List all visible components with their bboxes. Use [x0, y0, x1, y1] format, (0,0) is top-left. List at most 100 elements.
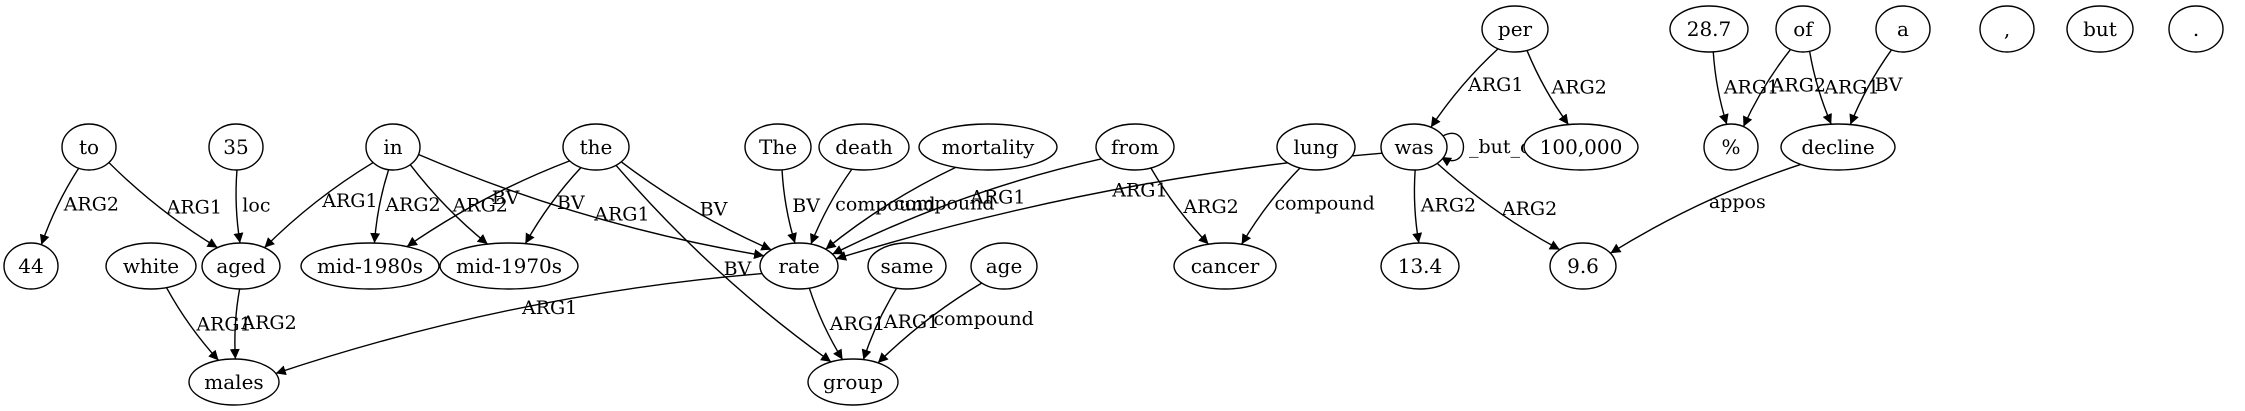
edge-of-pct-arg2: ARG2 [1742, 48, 1826, 127]
node-ellipse [105, 242, 197, 290]
node-group: group [807, 358, 899, 406]
edge-label: ARG1 [1723, 76, 1779, 98]
node-ellipse [1979, 5, 2035, 53]
node-was: was [1380, 123, 1448, 171]
edge-label: ARG1 [195, 314, 251, 336]
edge-white-males-arg1: ARG1 [165, 287, 252, 361]
node-ellipse [1875, 5, 1931, 53]
edge-in-aged-arg1: ARG1 [263, 161, 378, 249]
node-from: from [1095, 123, 1175, 171]
node-cancer: cancer [1173, 242, 1277, 290]
node-label: from [1111, 135, 1159, 159]
edge-label: ARG1 [521, 297, 577, 319]
node-label: 13.4 [1398, 254, 1443, 278]
edge-label: BV [792, 195, 820, 217]
node-label: . [2193, 17, 2199, 41]
edge-per-was-arg1: ARG1 [1430, 48, 1523, 128]
edge-rate-group-arg1: ARG1 [808, 287, 885, 360]
edge-per-n100000-arg2: ARG2 [1526, 50, 1607, 125]
node-males: males [188, 358, 280, 406]
edge-in-mid1980s-arg2: ARG2 [370, 169, 441, 244]
edge-line [263, 161, 374, 249]
edge-label: BV [1875, 74, 1903, 96]
node-n96: 9.6 [1549, 242, 1617, 290]
edge-rate-males-arg1: ARG1 [275, 272, 763, 376]
edge-line [524, 167, 582, 244]
edge-line [1150, 167, 1210, 245]
edge-line [615, 164, 832, 363]
node-ellipse [1380, 242, 1460, 290]
edge-label: compound [835, 193, 935, 215]
edge-label: ARG1 [829, 313, 885, 335]
node-label: aged [216, 254, 266, 278]
edge-label: ARG2 [240, 312, 296, 334]
edge-label: ARG1 [969, 186, 1025, 208]
node-ellipse [365, 123, 421, 171]
edge-line [877, 282, 983, 364]
node-ellipse [61, 123, 117, 171]
node-ellipse [201, 242, 281, 290]
edge-aged-males-arg2: ARG2 [229, 288, 297, 360]
edge-from-rate-arg1: ARG1 [832, 158, 1102, 255]
edge-label: BV [700, 198, 728, 220]
edge-line [832, 158, 1102, 255]
edge-line [233, 169, 244, 244]
edge-line [406, 160, 570, 248]
edge-death-rate-compound: compound [810, 168, 936, 245]
node-mortality: mortality [918, 123, 1058, 171]
edge-line [108, 162, 218, 249]
edge-label: ARG1 [321, 190, 377, 212]
node-of: of [1775, 5, 1831, 53]
edge-line [275, 272, 763, 376]
edge-line [1712, 51, 1729, 125]
edge-line [1526, 50, 1570, 125]
node-label: group [823, 370, 883, 394]
edge-same-group-arg1: ARG1 [861, 287, 939, 360]
edge-line [1440, 132, 1465, 167]
node-label: decline [1801, 135, 1874, 159]
node-ellipse [1481, 5, 1549, 53]
edge-line [39, 167, 80, 245]
node-label: of [1793, 17, 1814, 41]
node-per: per [1481, 5, 1549, 53]
node-label: mid-1980s [317, 254, 423, 278]
node-label: death [835, 135, 893, 159]
node-ellipse [1276, 123, 1356, 171]
node-label: mid-1970s [456, 254, 562, 278]
edge-label: ARG2 [1550, 77, 1606, 99]
edge-label: ARG1 [1111, 179, 1167, 201]
node-The: The [744, 123, 812, 171]
node-label: to [79, 135, 99, 159]
node-ellipse [970, 242, 1038, 290]
node-ellipse [918, 123, 1058, 171]
edge-line [620, 161, 772, 251]
edge-was-n96-arg2: ARG2 [1436, 162, 1561, 251]
node-label: same [881, 254, 934, 278]
node-mid1980s: mid-1980s [300, 242, 440, 290]
edge-line [1610, 163, 1801, 254]
node-label: was [1394, 135, 1433, 159]
node-in: in [365, 123, 421, 171]
edge-line [165, 287, 220, 361]
edge-label: BV [557, 192, 585, 214]
node-label: rate [778, 254, 819, 278]
node-n44: 44 [3, 242, 59, 290]
edge-the-mid1970s-bv: BV [524, 167, 585, 244]
edge-label: ARG1 [166, 196, 222, 218]
node-ellipse [1173, 242, 1277, 290]
edge-line [1742, 48, 1792, 127]
edge-the-mid1980s-bv: BV [406, 160, 570, 248]
node-but: but [2066, 5, 2134, 53]
node-ellipse [562, 123, 630, 171]
node-ellipse [1380, 123, 1448, 171]
edge-line [1430, 48, 1499, 128]
node-ellipse [1703, 123, 1759, 171]
edge-mortality-rate-compound: compound [825, 166, 995, 250]
node-label: 28.7 [1687, 17, 1732, 41]
edge-was-was-but-c: _but_c [1440, 132, 1531, 167]
edge-line [418, 153, 765, 260]
edge-line [810, 168, 853, 245]
node-label: the [580, 135, 613, 159]
edge-label: ARG2 [452, 195, 508, 217]
